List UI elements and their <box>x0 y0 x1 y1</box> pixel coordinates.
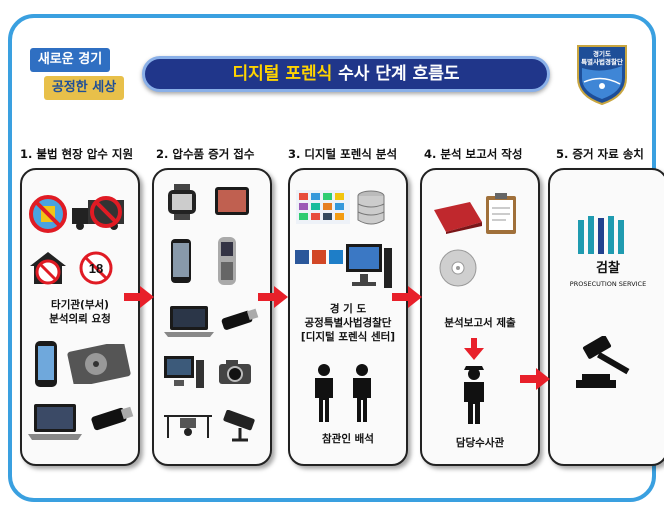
step-3-label: 3. 디지털 포렌식 분석 <box>288 147 398 161</box>
cd-disc-icon <box>439 249 477 287</box>
arrow-right-icon <box>258 286 288 308</box>
step-1-text-2: 분석의뢰 요청 <box>49 313 111 325</box>
step-1-panel: 18 타기관(부서) 분석의뢰 요청 <box>20 168 140 466</box>
step-3-panel: 경 기 도 공정특별사법경찰단 [디지털 포렌식 센터] 참관인 배석 <box>288 168 408 466</box>
step-4-panel: 분석보고서 제출 담당수사관 <box>420 168 540 466</box>
step-4-text-2: 담당수사관 <box>455 437 505 449</box>
step-3-text-3: [디지털 포렌식 센터] <box>300 331 396 343</box>
hard-drive-icon <box>67 344 131 384</box>
org-name: 검찰 <box>596 261 620 276</box>
emblem-line-1: 경기도 <box>593 50 611 58</box>
step-5-panel: 검찰 PROSECUTION SERVICE <box>548 168 664 466</box>
step-1-text-1: 타기관(부서) <box>51 299 109 311</box>
step-3-text-2: 공정특별사법경찰단 <box>304 317 392 329</box>
laptop-icon <box>164 306 214 337</box>
usb-drive-icon <box>221 308 259 330</box>
android-phone-icon <box>171 239 191 283</box>
step-4-text-1: 분석보고서 제출 <box>444 317 516 329</box>
logo: 새로운 경기 공정한 세상 <box>30 48 124 106</box>
step-4-label: 4. 분석 보고서 작성 <box>424 147 523 161</box>
step-3-text-4: 참관인 배석 <box>322 433 374 445</box>
report-book-icon <box>434 202 482 234</box>
cctv-camera-icon <box>223 410 255 442</box>
step-2-label: 2. 압수품 증거 접수 <box>156 147 255 161</box>
step-5-label: 5. 증거 자료 송치 <box>556 147 644 161</box>
desktop-computer-icon <box>164 356 204 388</box>
smartphone-icon <box>35 341 57 387</box>
police-emblem: 경기도 특별사법경찰단 <box>574 44 630 106</box>
emblem-line-2: 특별사법경찰단 <box>581 58 623 66</box>
under-18-badge: 18 <box>89 261 103 276</box>
arrow-right-icon <box>520 368 550 390</box>
tablet-icon <box>215 187 249 215</box>
no-truck-icon <box>72 196 124 230</box>
logo-line-1: 새로운 경기 <box>30 48 110 72</box>
drone-icon <box>164 415 212 438</box>
gavel-icon <box>576 336 630 388</box>
no-gambling-icon <box>29 195 67 233</box>
shield-icon <box>577 45 627 106</box>
desktop-computer-icon <box>346 244 392 288</box>
no-house-icon <box>30 252 66 285</box>
officer-icon <box>464 366 484 424</box>
person-icon <box>315 364 333 422</box>
prosecution-logo-icon <box>578 216 624 254</box>
arrow-right-icon <box>392 286 422 308</box>
step-3-text-1: 경 기 도 <box>329 303 367 315</box>
org-name-en: PROSECUTION SERVICE <box>569 280 647 288</box>
office-apps-icon <box>295 250 343 264</box>
camera-icon <box>219 360 251 384</box>
laptop-icon <box>28 404 82 440</box>
arrow-right-icon <box>124 286 154 308</box>
logo-line-2: 공정한 세상 <box>44 76 124 100</box>
title-rest: 수사 단계 흐름도 <box>332 64 460 84</box>
smartwatch-icon <box>168 184 196 220</box>
under-18-icon: 18 <box>79 251 113 285</box>
step-1-label: 1. 불법 현장 압수 지원 <box>20 147 134 161</box>
title-highlight: 디지털 포렌식 <box>232 64 333 84</box>
arrow-down-icon <box>464 338 484 360</box>
page-title: 디지털 포렌식 수사 단계 흐름도 <box>142 56 550 92</box>
person-icon <box>353 364 371 422</box>
feature-phone-icon <box>218 237 236 285</box>
usb-drive-icon <box>91 406 134 431</box>
clipboard-icon <box>486 193 516 234</box>
app-grid-icon <box>296 190 350 224</box>
step-2-panel <box>152 168 272 466</box>
database-icon <box>357 190 385 225</box>
